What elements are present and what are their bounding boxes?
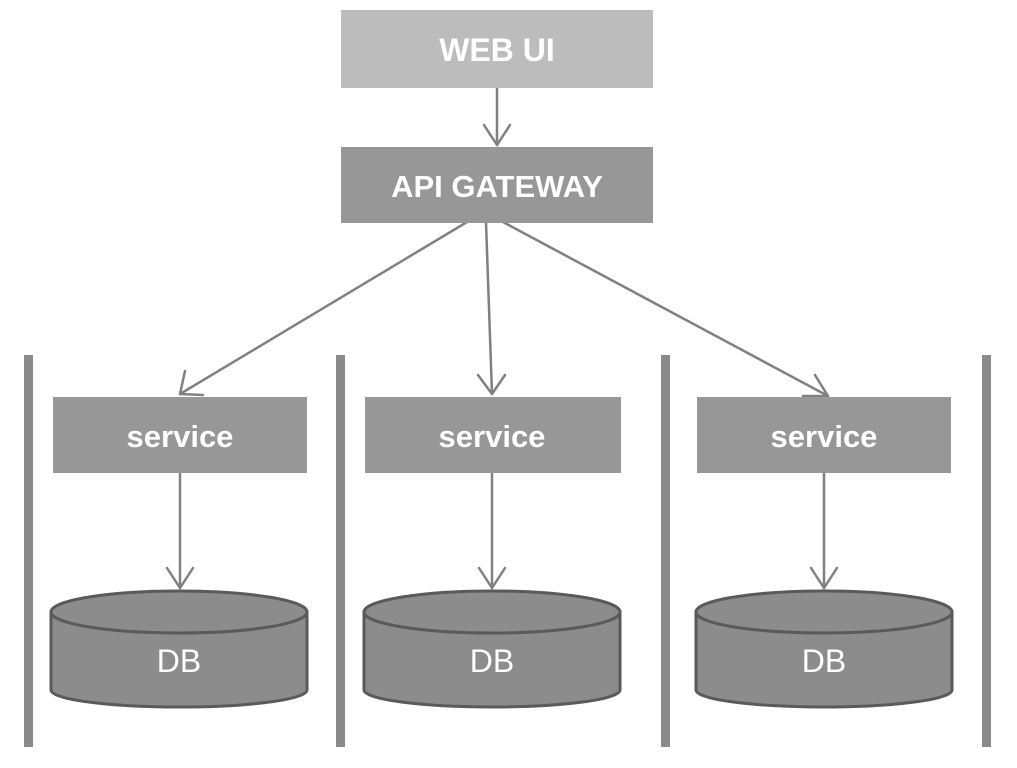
arrow-service-3-to-db-3 [809, 471, 839, 590]
arrow-webui-to-gateway [482, 86, 512, 147]
api-gateway-node: API GATEWAY [341, 147, 653, 223]
service-node-2: service [365, 397, 621, 473]
service-node-1: service [53, 397, 307, 473]
db-label: DB [157, 643, 201, 679]
divider-bar [336, 355, 345, 747]
divider-bar [661, 355, 670, 747]
database-cylinder-3: DB [694, 589, 954, 709]
divider-bar [24, 355, 33, 747]
db-label: DB [470, 643, 514, 679]
database-cylinder-2: DB [362, 589, 622, 709]
arrow-service-1-to-db-1 [165, 471, 195, 590]
service-node-3: service [697, 397, 951, 473]
arrow-service-2-to-db-2 [477, 471, 507, 590]
arrow-gateway-to-service-1 [178, 220, 469, 397]
web-ui-node: WEB UI [341, 10, 653, 88]
api-gateway-label: API GATEWAY [391, 169, 603, 204]
arrow-gateway-to-service-3 [501, 220, 830, 398]
arrow-gateway-to-service-2 [476, 220, 507, 396]
service-label: service [439, 419, 546, 454]
service-label: service [771, 419, 878, 454]
db-label: DB [802, 643, 846, 679]
service-label: service [127, 419, 234, 454]
database-cylinder-1: DB [49, 589, 309, 709]
web-ui-label: WEB UI [439, 32, 555, 68]
divider-bar [982, 355, 991, 747]
